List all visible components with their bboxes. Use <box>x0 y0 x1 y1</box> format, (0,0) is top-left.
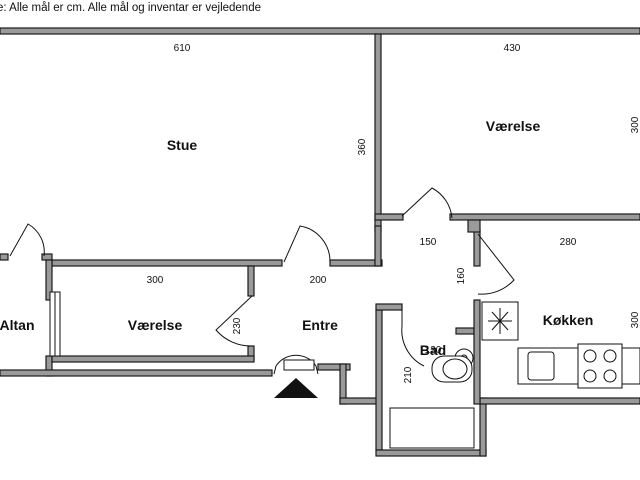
plan-note: e: Alle mål er cm. Alle mål og inventar … <box>0 2 261 14</box>
dim-vaerelse-top-height: 300 <box>630 116 640 133</box>
dim-kokken-width: 280 <box>560 237 577 248</box>
dim-vaerelse-left-height: 230 <box>232 317 243 334</box>
shower-area <box>389 407 475 449</box>
entrance-arrow-icon <box>274 378 318 398</box>
dim-stue-width: 610 <box>174 43 191 54</box>
room-vaerelse-left-label: Værelse <box>128 317 183 333</box>
dim-stue-height: 360 <box>357 138 368 155</box>
dim-hall-width: 150 <box>420 237 437 248</box>
kitchen-fixtures <box>481 301 640 389</box>
room-bad-label: Bad <box>420 342 446 358</box>
room-vaerelse-top-label: Værelse <box>486 118 541 134</box>
dim-bad-height: 210 <box>403 366 414 383</box>
door-swings <box>9 187 515 375</box>
dim-vaerelse-top-width: 430 <box>504 43 521 54</box>
room-entre-label: Entre <box>302 317 338 333</box>
dim-kokken-height: 300 <box>630 311 640 328</box>
walls <box>0 27 640 457</box>
room-altan-label: Altan <box>0 317 35 333</box>
bath-fixtures <box>389 348 475 449</box>
dim-bad-width: 130 <box>425 345 442 356</box>
dim-hall-height: 160 <box>456 267 467 284</box>
stove-icon <box>577 343 623 389</box>
dim-entre-width: 200 <box>310 275 327 286</box>
sink-icon <box>527 351 555 381</box>
dim-vaerelse-left-width: 300 <box>147 275 164 286</box>
room-kokken-label: Køkken <box>543 312 594 328</box>
room-stue-label: Stue <box>167 137 198 153</box>
